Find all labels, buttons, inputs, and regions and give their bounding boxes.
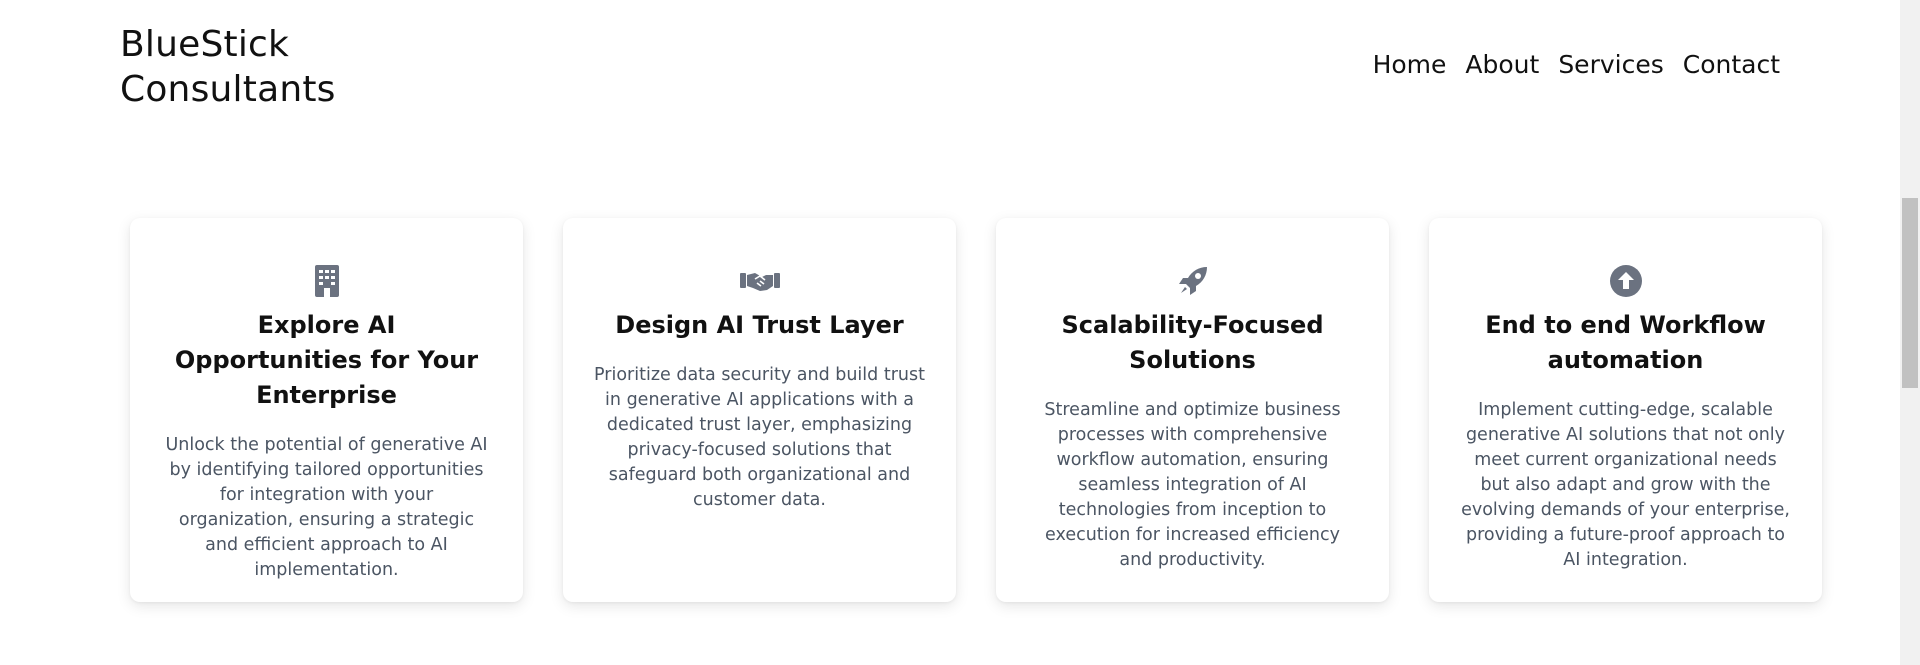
service-card: End to end Workflow automation Implement…	[1429, 218, 1822, 602]
handshake-icon	[593, 265, 926, 297]
card-description: Implement cutting-edge, scalable generat…	[1461, 400, 1790, 570]
card-title: Explore AI Opportunities for Your Enterp…	[174, 311, 479, 409]
nav-home-link[interactable]: Home	[1372, 50, 1447, 79]
brand-line-2: Consultants	[120, 69, 336, 110]
scrollbar-thumb[interactable]	[1902, 198, 1918, 388]
brand-logo[interactable]: BlueStick Consultants	[120, 22, 336, 112]
card-description: Unlock the potential of generative AI by…	[165, 435, 488, 580]
main-nav: Home About Services Contact	[1373, 48, 1780, 82]
rocket-icon	[1026, 265, 1359, 297]
scrollbar-track[interactable]	[1900, 0, 1920, 665]
card-description: Prioritize data security and build trust…	[594, 365, 925, 510]
brand-line-1: BlueStick	[120, 24, 290, 65]
card-description: Streamline and optimize business process…	[1044, 400, 1341, 570]
building-icon	[160, 265, 493, 297]
nav-contact-link[interactable]: Contact	[1682, 50, 1780, 79]
card-title: Design AI Trust Layer	[615, 311, 904, 339]
arrow-circle-up-icon	[1459, 265, 1792, 297]
service-cards: Explore AI Opportunities for Your Enterp…	[130, 218, 1822, 602]
nav-about-link[interactable]: About	[1465, 50, 1540, 79]
card-title: Scalability-Focused Solutions	[1061, 311, 1324, 374]
service-card: Design AI Trust Layer Prioritize data se…	[563, 218, 956, 602]
card-title: End to end Workflow automation	[1485, 311, 1766, 374]
service-card: Explore AI Opportunities for Your Enterp…	[130, 218, 523, 602]
nav-services-link[interactable]: Services	[1558, 50, 1664, 79]
service-card: Scalability-Focused Solutions Streamline…	[996, 218, 1389, 602]
